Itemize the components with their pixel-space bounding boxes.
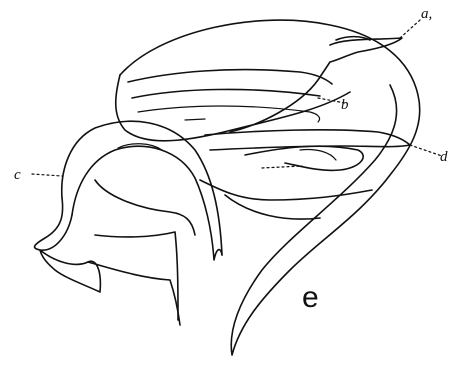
middle-process-fold <box>300 149 336 160</box>
rib-strip-mid <box>132 89 320 98</box>
label-d: d <box>440 149 448 165</box>
label-e: e <box>302 281 319 314</box>
leader-inner <box>262 166 302 168</box>
leader-c <box>32 174 62 176</box>
rib-strip-short <box>185 119 205 120</box>
inner-panel-mid <box>95 232 178 320</box>
label-b: b <box>341 97 349 113</box>
upper-arm <box>230 38 402 132</box>
hook-arm-outer <box>62 121 222 255</box>
label-a1: a, <box>421 6 432 22</box>
lower-left-flap-back <box>88 262 180 325</box>
hook-arm-end <box>35 198 72 250</box>
label-c: c <box>14 167 21 183</box>
leader-d <box>410 145 442 156</box>
hook-arm-inner <box>72 146 222 260</box>
leader-a1 <box>400 20 420 38</box>
inner-panel-left <box>95 180 195 235</box>
lower-left-flap <box>40 250 100 292</box>
rib-strip-top <box>128 70 332 84</box>
